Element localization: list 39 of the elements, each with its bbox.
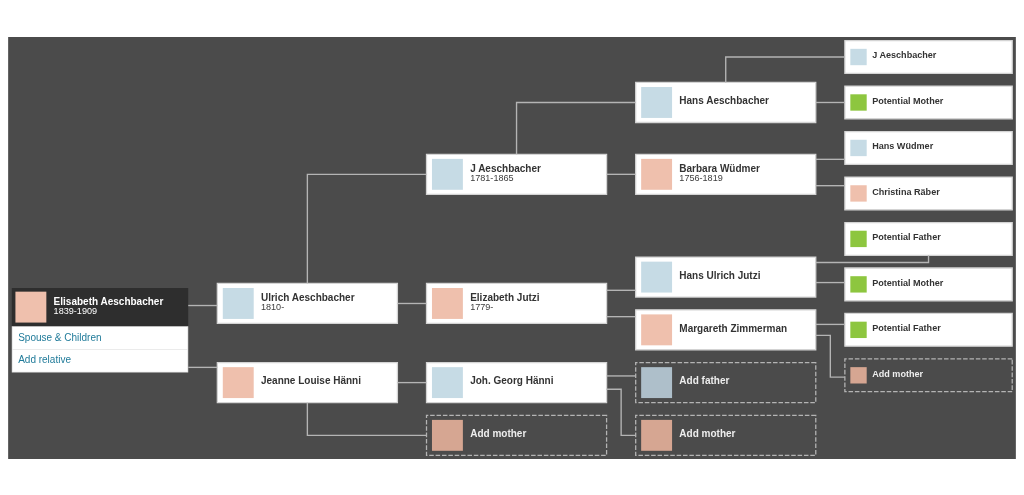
connector bbox=[515, 101, 637, 155]
node-box: Add mother bbox=[635, 414, 817, 456]
node-box: Elizabeth Jutzi 1779- bbox=[425, 282, 608, 324]
node-box: Add father bbox=[635, 361, 817, 403]
connector bbox=[396, 302, 427, 304]
node-box: Margareth Zimmerman bbox=[635, 308, 817, 350]
connector bbox=[725, 55, 846, 83]
node-box: Hans Aeschbacher bbox=[635, 81, 817, 123]
node-box: Jeanne Louise Hänni bbox=[216, 361, 399, 403]
connector bbox=[815, 158, 846, 160]
connector bbox=[606, 374, 637, 377]
node-box: J Aeschbacher 1781-1865 bbox=[425, 153, 608, 195]
connector bbox=[815, 323, 846, 325]
node-box: Add mother bbox=[425, 414, 608, 456]
connector bbox=[306, 173, 427, 284]
node-box: Joh. Georg Hänni bbox=[425, 361, 608, 403]
node-box: Potential Mother bbox=[844, 84, 1013, 119]
connector bbox=[606, 173, 637, 175]
connector bbox=[606, 289, 637, 291]
connector bbox=[306, 401, 427, 436]
node-box: Potential Father bbox=[844, 312, 1013, 347]
node-box: Hans Ulrich Jutzi bbox=[635, 255, 817, 298]
node-box: Potential Father bbox=[844, 221, 1013, 256]
node-box: Potential Mother bbox=[844, 266, 1013, 301]
connector bbox=[815, 184, 846, 186]
connector bbox=[605, 388, 637, 436]
connector bbox=[815, 254, 930, 263]
node-box: Add mother bbox=[844, 357, 1013, 392]
node-box: Christina Räber bbox=[844, 175, 1013, 210]
connector bbox=[606, 315, 637, 317]
node-box: Hans Wüdmer bbox=[844, 130, 1013, 165]
node-box: Ulrich Aeschbacher 1810- bbox=[216, 282, 399, 324]
node-box: J Aeschbacher bbox=[844, 39, 1013, 74]
connector bbox=[187, 366, 218, 368]
connector bbox=[815, 281, 846, 283]
connector bbox=[815, 101, 846, 103]
connector bbox=[187, 304, 218, 306]
node-box: Barbara Wüdmer 1756-1819 bbox=[635, 153, 817, 195]
connector bbox=[396, 381, 427, 383]
